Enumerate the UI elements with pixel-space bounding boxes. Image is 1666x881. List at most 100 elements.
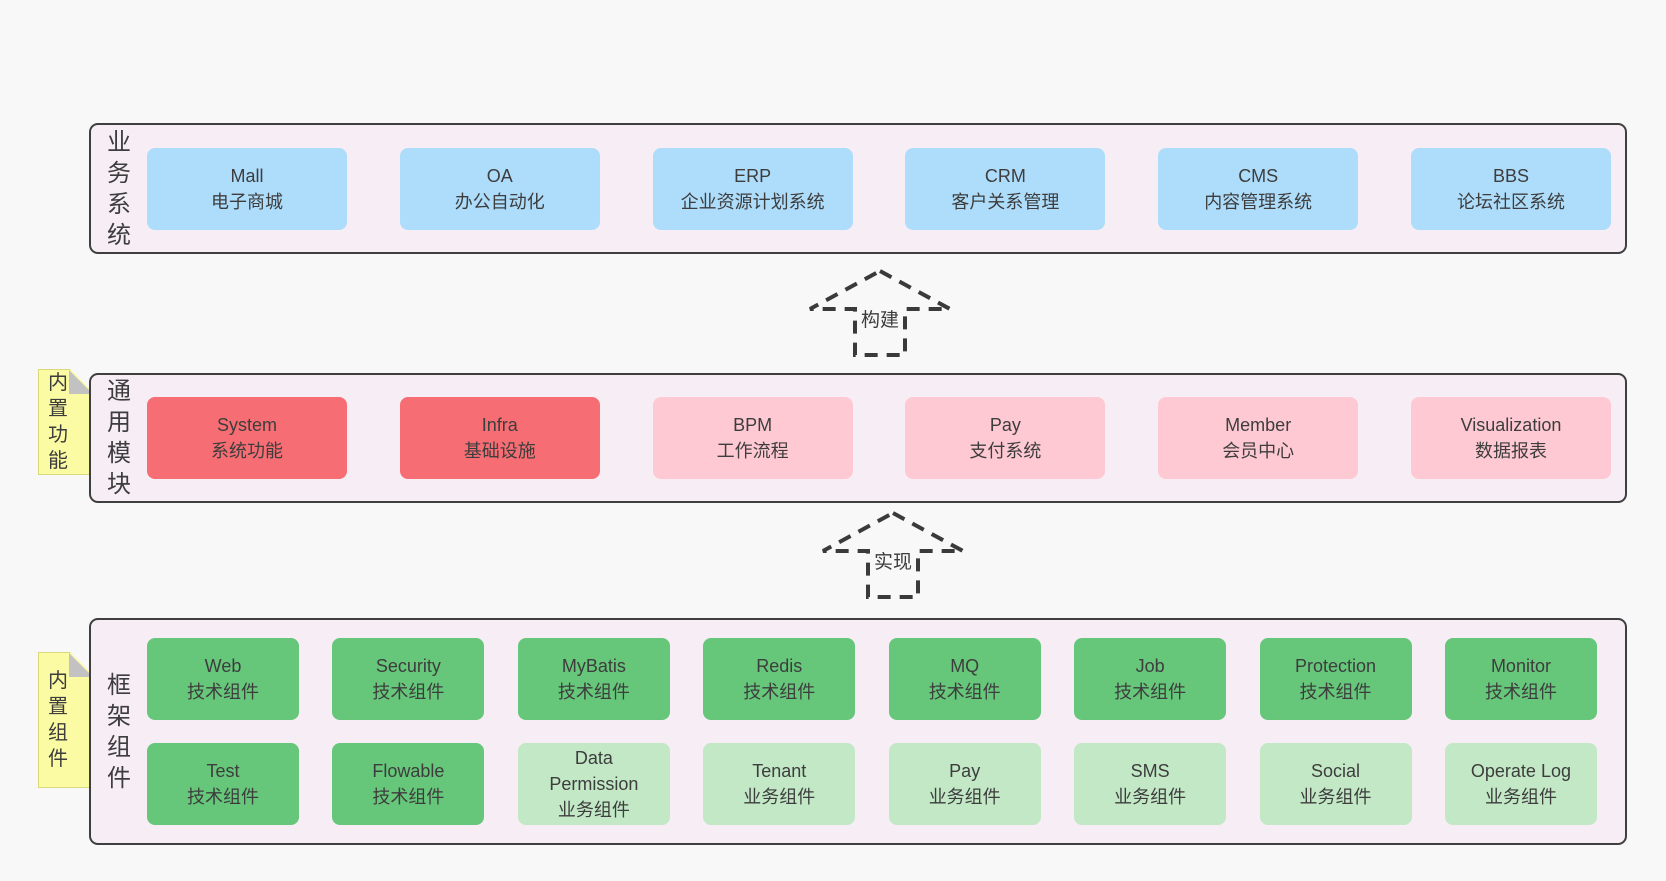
- diagram-node: Monitor 技术组件: [1444, 638, 1597, 720]
- node-title: Web: [204, 656, 242, 676]
- node-subtitle: 工作流程: [716, 441, 789, 461]
- diagram-node: OA 办公自动化: [399, 147, 600, 230]
- node-title: BPM: [733, 415, 773, 435]
- layer-framework-components: 框架组件 Web 技术组件 Security 技术组件 MyBatis 技术组件…: [89, 618, 1627, 845]
- node-subtitle: 技术组件: [557, 682, 630, 702]
- diagram-node: Job 技术组件: [1074, 638, 1227, 720]
- node-subtitle: 技术组件: [1299, 682, 1372, 702]
- node-subtitle: 支付系统: [969, 441, 1042, 461]
- diagram-node: Security 技术组件: [332, 638, 485, 720]
- tab-builtin-components-label: 内置组件: [48, 670, 68, 770]
- node-subtitle: 业务组件: [1299, 787, 1372, 807]
- arrow-implement-label: 实现: [869, 546, 917, 575]
- diagram-node: Social 业务组件: [1259, 743, 1412, 825]
- layer-common-modules: 通用模块 System 系统功能 Infra 基础设施 BPM 工作流程 Pay…: [89, 373, 1627, 503]
- layer-label-text: 通用模块: [107, 378, 131, 498]
- node-subtitle: 业务组件: [557, 800, 630, 820]
- diagram-node: Visualization 数据报表: [1410, 397, 1611, 479]
- node-subtitle: 技术组件: [187, 682, 259, 702]
- node-title: Tenant: [752, 761, 807, 781]
- tab-builtin-features: 内置功能: [38, 369, 94, 475]
- diagram-node: MyBatis 技术组件: [517, 638, 670, 720]
- node-subtitle: 论坛社区系统: [1456, 191, 1565, 212]
- node-title: Redis: [756, 656, 803, 676]
- node-title: MQ: [950, 656, 980, 676]
- framework-row-1: Web 技术组件 Security 技术组件 MyBatis 技术组件 Redi…: [147, 638, 1611, 720]
- node-subtitle: 技术组件: [372, 682, 445, 702]
- diagram-node: Infra 基础设施: [399, 397, 600, 479]
- diagram-node: Tenant 业务组件: [703, 743, 856, 825]
- arrow-build: 构建: [807, 268, 953, 358]
- node-title: Visualization: [1460, 415, 1562, 435]
- diagram-node: BBS 论坛社区系统: [1410, 147, 1611, 230]
- node-subtitle: 业务组件: [1484, 787, 1557, 807]
- diagram-node: Member 会员中心: [1158, 397, 1359, 479]
- diagram-node: Protection 技术组件: [1259, 638, 1412, 720]
- diagram-node: MQ 技术组件: [888, 638, 1041, 720]
- diagram-node: Pay 业务组件: [888, 743, 1041, 825]
- diagram-node: Test 技术组件: [147, 743, 299, 825]
- node-title: Monitor: [1490, 656, 1551, 676]
- node-title: Job: [1135, 656, 1165, 676]
- layer-label-text: 业务系统: [107, 128, 131, 249]
- layer-label-business: 业务系统: [91, 125, 147, 252]
- node-title: Member: [1225, 415, 1292, 435]
- business-boxes-row: Mall 电子商城 OA 办公自动化 ERP 企业资源计划系统 CRM 客户关系…: [147, 125, 1625, 252]
- node-title: CRM: [984, 165, 1026, 186]
- node-subtitle: 基础设施: [463, 441, 536, 461]
- diagram-node: Mall 电子商城: [147, 147, 347, 230]
- node-title: System: [216, 415, 277, 435]
- node-title: Pay: [989, 415, 1021, 435]
- node-subtitle: 内容管理系统: [1204, 191, 1313, 212]
- arrow-implement: 实现: [820, 510, 966, 600]
- tab-builtin-components: 内置组件: [38, 652, 94, 788]
- node-subtitle: 系统功能: [211, 441, 283, 461]
- node-title: SMS: [1130, 761, 1170, 781]
- framework-row-2: Test 技术组件 Flowable 技术组件 Data Permission …: [147, 743, 1611, 825]
- node-subtitle: 会员中心: [1222, 441, 1295, 461]
- node-title: Pay: [949, 761, 981, 781]
- node-title: MyBatis: [561, 656, 626, 676]
- node-subtitle: 业务组件: [743, 787, 816, 807]
- node-subtitle: 技术组件: [928, 682, 1001, 702]
- node-subtitle: 业务组件: [928, 787, 1001, 807]
- node-subtitle: 客户关系管理: [951, 191, 1060, 212]
- node-title: CMS: [1238, 165, 1279, 186]
- node-subtitle: 企业资源计划系统: [680, 191, 825, 212]
- diagram-node: Pay 支付系统: [905, 397, 1106, 479]
- node-title: OA: [486, 165, 513, 186]
- diagram-node: CRM 客户关系管理: [905, 147, 1106, 230]
- node-title: Security: [375, 656, 441, 676]
- node-title: Operate Log: [1470, 761, 1571, 781]
- diagram-node: Web 技术组件: [147, 638, 299, 720]
- node-subtitle: 技术组件: [1114, 682, 1187, 702]
- node-title: Flowable: [372, 761, 445, 781]
- node-subtitle: 技术组件: [372, 787, 445, 807]
- node-title: BBS: [1492, 165, 1529, 186]
- layer-label-text: 框架组件: [107, 671, 131, 792]
- node-subtitle: 技术组件: [743, 682, 816, 702]
- diagram-node: BPM 工作流程: [652, 397, 853, 479]
- layer-label-modules: 通用模块: [91, 375, 147, 501]
- node-title: Data Permission: [549, 748, 639, 794]
- layer-business-systems: 业务系统 Mall 电子商城 OA 办公自动化 ERP 企业资源计划系统 CRM…: [89, 123, 1627, 254]
- node-title: Mall: [230, 165, 264, 186]
- node-title: Social: [1311, 761, 1361, 781]
- node-subtitle: 电子商城: [211, 191, 283, 212]
- node-title: ERP: [734, 165, 772, 186]
- diagram-node: ERP 企业资源计划系统: [652, 147, 853, 230]
- node-title: Infra: [481, 415, 518, 435]
- node-subtitle: 技术组件: [1484, 682, 1557, 702]
- node-subtitle: 技术组件: [187, 787, 259, 807]
- diagram-node: Data Permission 业务组件: [517, 743, 670, 825]
- diagram-node: Operate Log 业务组件: [1444, 743, 1597, 825]
- tab-builtin-features-label: 内置功能: [48, 372, 68, 472]
- diagram-node: SMS 业务组件: [1074, 743, 1227, 825]
- diagram-node: Redis 技术组件: [703, 638, 856, 720]
- node-title: Protection: [1295, 656, 1377, 676]
- arrow-build-label: 构建: [856, 304, 904, 333]
- diagram-node: CMS 内容管理系统: [1158, 147, 1359, 230]
- node-subtitle: 办公自动化: [454, 191, 545, 212]
- diagram-node: Flowable 技术组件: [332, 743, 485, 825]
